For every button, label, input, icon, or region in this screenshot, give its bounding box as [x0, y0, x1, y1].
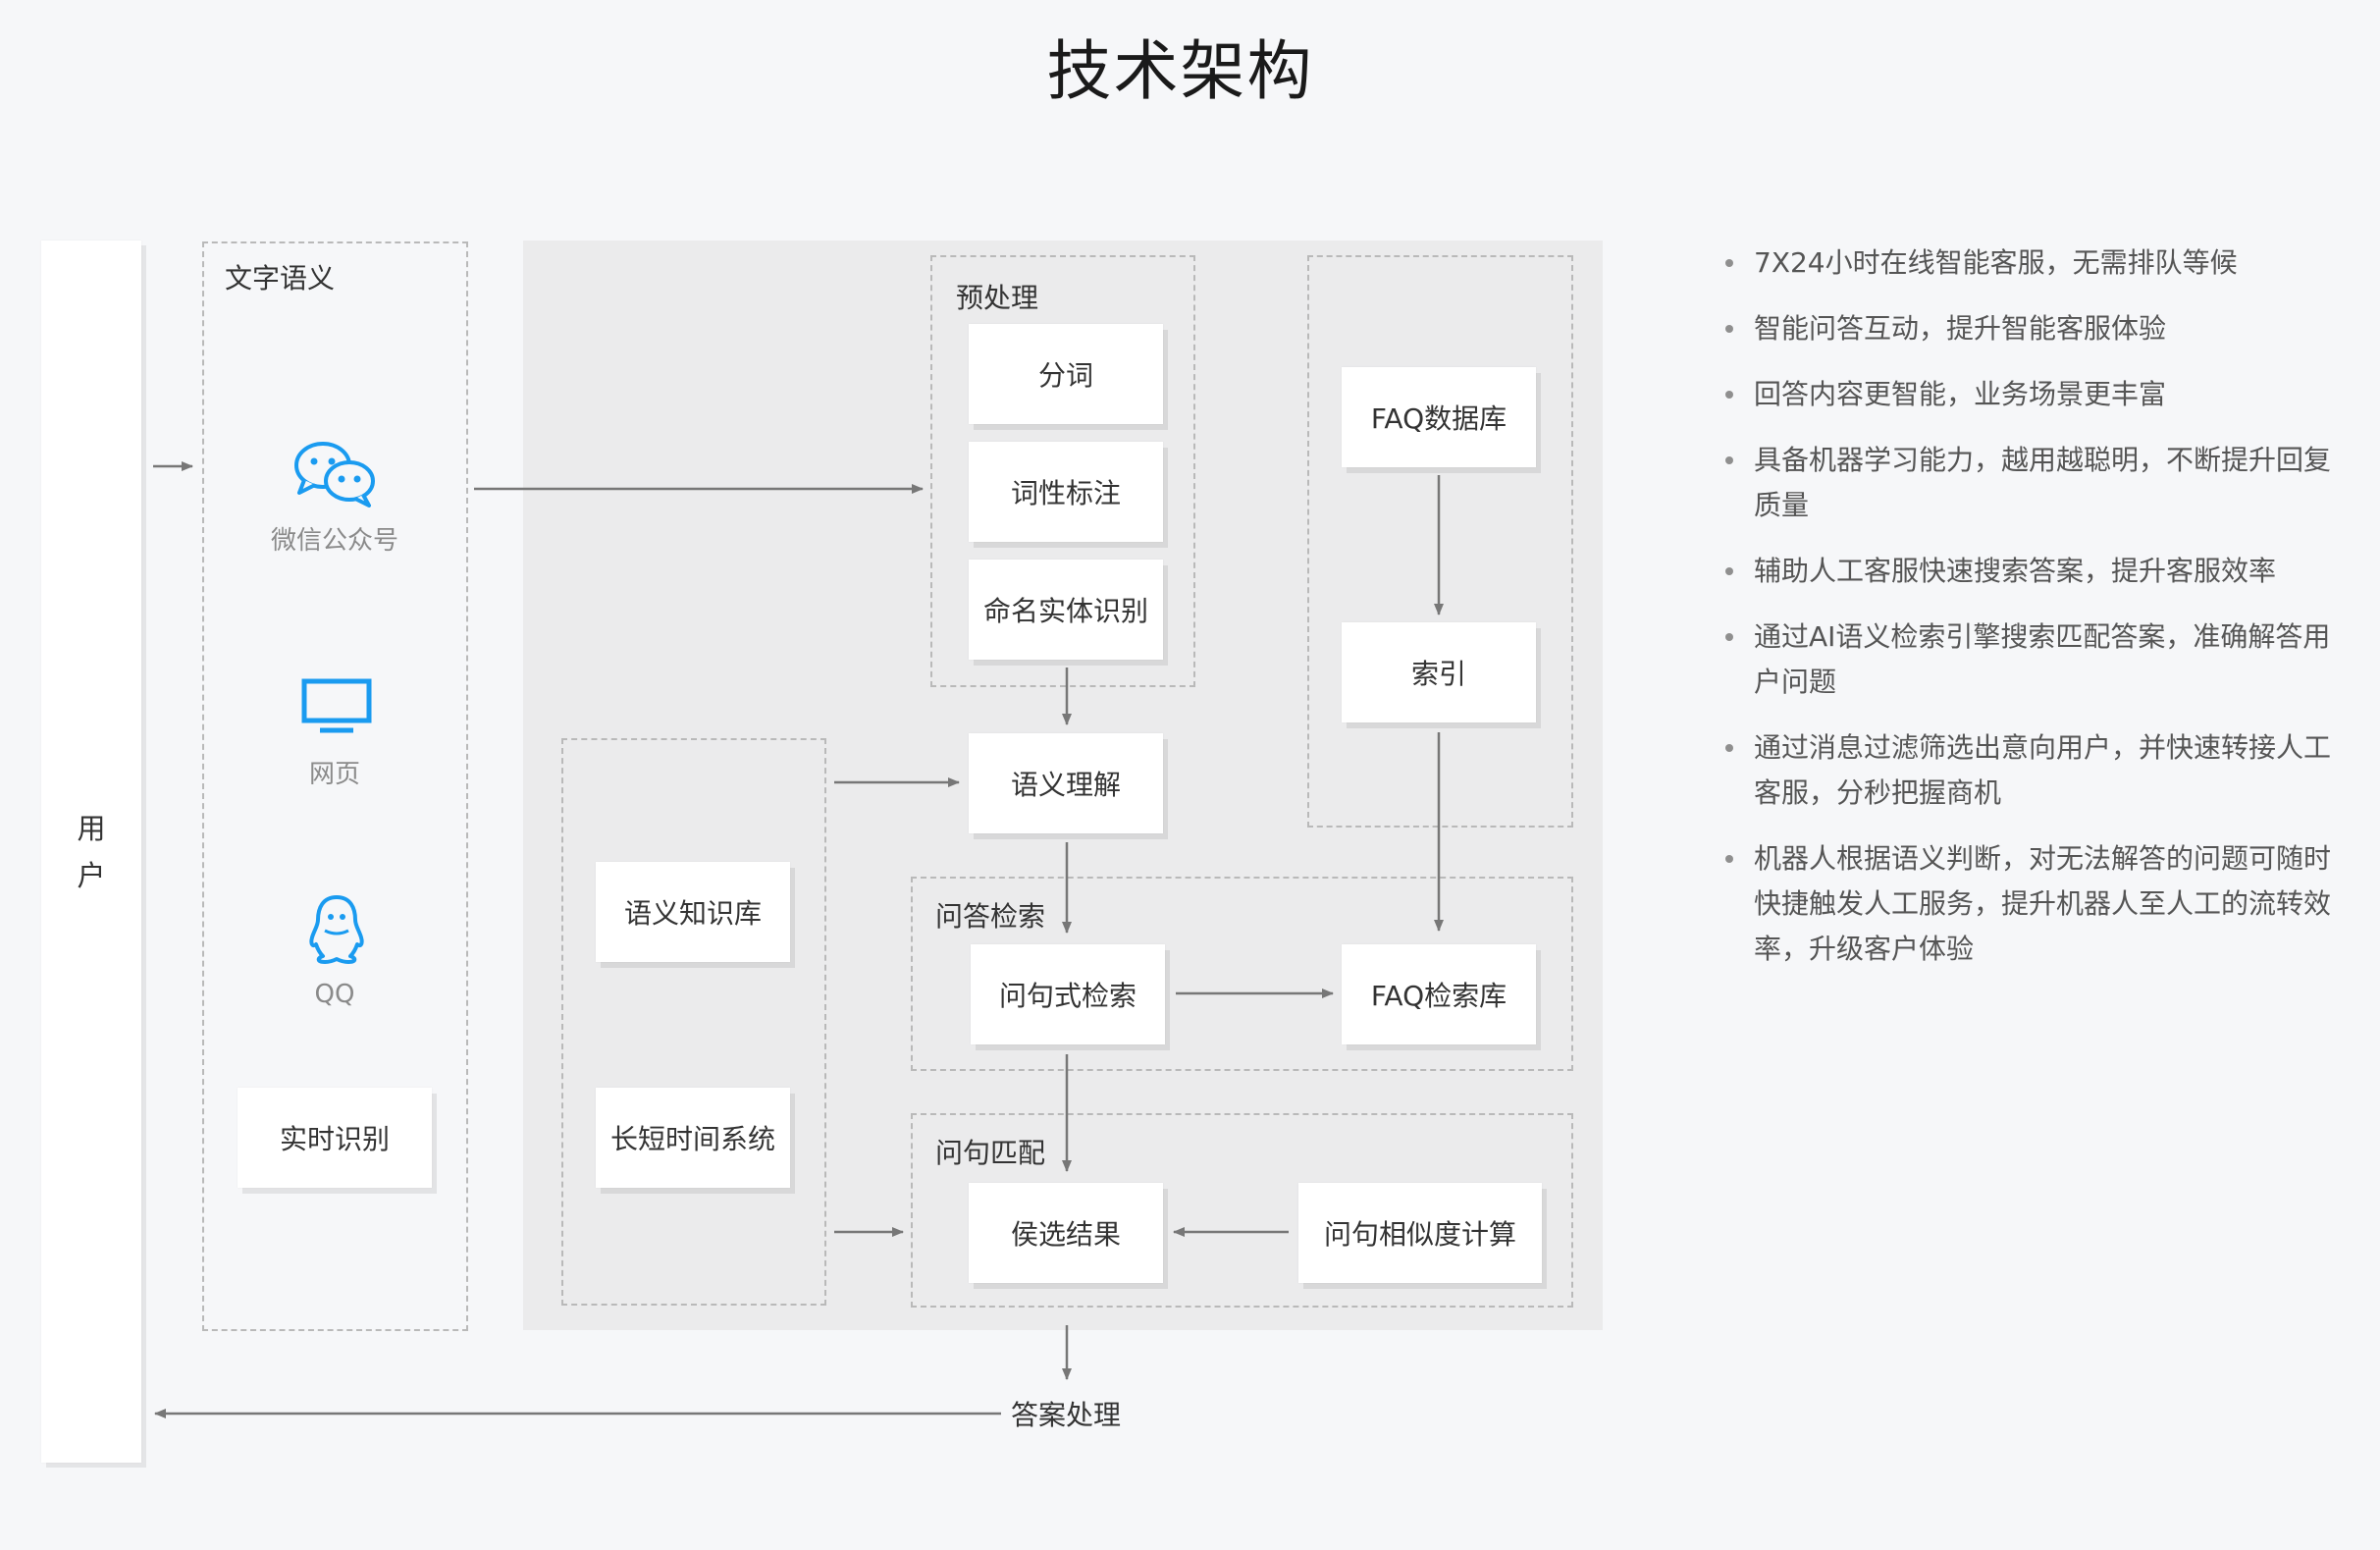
semantic-understanding-box: 语义理解: [969, 733, 1163, 833]
text-semantics-label: 文字语义: [225, 262, 336, 294]
text-semantics-group: [202, 241, 468, 1331]
realtime-recognition-box: 实时识别: [238, 1088, 432, 1188]
preprocess-label: 预处理: [956, 282, 1039, 314]
qq-icon: [307, 893, 366, 966]
answer-processing-label: 答案处理: [1011, 1399, 1122, 1431]
preprocess-group: [930, 255, 1195, 687]
qa-search-group: [911, 877, 1573, 1071]
question-matching-group: [911, 1113, 1573, 1308]
feature-item: 通过消息过滤筛选出意向用户，并快速转接人工客服，分秒把握商机: [1722, 725, 2341, 816]
feature-item: 通过AI语义检索引擎搜索匹配答案，准确解答用户问题: [1722, 615, 2341, 705]
user-column: [41, 241, 141, 1463]
ner-box: 命名实体识别: [969, 560, 1163, 660]
similarity-calc-box: 问句相似度计算: [1298, 1183, 1542, 1283]
feature-item: 具备机器学习能力，越用越聪明，不断提升回复质量: [1722, 438, 2341, 528]
tokenize-box: 分词: [969, 324, 1163, 424]
page-title: 技术架构: [1046, 33, 1314, 109]
faq-database-box: FAQ数据库: [1342, 367, 1536, 467]
monitor-icon: [300, 677, 373, 734]
wechat-icon: [291, 438, 379, 508]
faq-group: [1307, 255, 1573, 828]
long-short-term-box: 长短时间系统: [596, 1088, 790, 1188]
channel-label-web: 网页: [308, 760, 360, 789]
semantic-kb-box: 语义知识库: [596, 862, 790, 962]
knowledge-group: [561, 738, 826, 1306]
feature-item: 智能问答互动，提升智能客服体验: [1722, 306, 2341, 351]
faq-search-box: FAQ检索库: [1342, 944, 1536, 1044]
feature-item: 回答内容更智能，业务场景更丰富: [1722, 372, 2341, 417]
channel-label-qq: QQ: [314, 980, 355, 1009]
feature-item: 机器人根据语义判断，对无法解答的问题可随时快捷触发人工服务，提升机器人至人工的流…: [1722, 836, 2341, 972]
feature-item: 7X24小时在线智能客服，无需排队等候: [1722, 241, 2341, 286]
index-box: 索引: [1342, 622, 1536, 722]
channel-label-wechat: 微信公众号: [270, 526, 398, 556]
feature-list: 7X24小时在线智能客服，无需排队等候 智能问答互动，提升智能客服体验 回答内容…: [1722, 241, 2341, 992]
question-matching-label: 问句匹配: [935, 1137, 1046, 1169]
qa-search-label: 问答检索: [935, 900, 1046, 933]
user-label: 用户: [77, 812, 106, 892]
pos-tagging-box: 词性标注: [969, 442, 1163, 542]
candidate-results-box: 侯选结果: [969, 1183, 1163, 1283]
question-search-box: 问句式检索: [971, 944, 1165, 1044]
feature-item: 辅助人工客服快速搜索答案，提升客服效率: [1722, 549, 2341, 594]
